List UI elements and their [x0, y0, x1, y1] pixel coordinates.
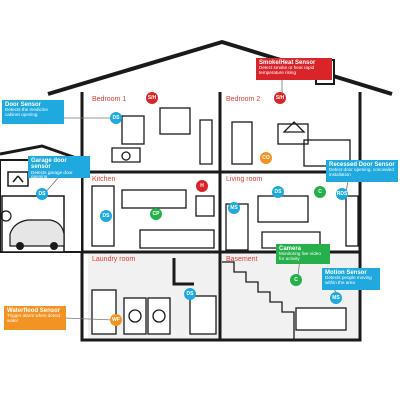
- room-label-basement: Basement: [226, 256, 258, 263]
- callout-recessed-door-desc: Detect door opening, concealed installat…: [329, 167, 394, 178]
- callout-door-sensor: Door Sensor Detects the medicine cabinet…: [2, 100, 64, 124]
- marker-co-bedroom2: CO: [260, 152, 272, 164]
- callout-garage-door-sensor: Garage door sensor Detects garage door o…: [28, 156, 90, 180]
- marker-c-basement: C: [290, 274, 302, 286]
- callout-garage-door-desc: Detects garage door opening: [31, 169, 73, 180]
- laundry-furniture: [91, 258, 217, 335]
- callout-door-sensor-title: Door Sensor: [5, 102, 42, 108]
- room-label-kitchen: Kitchen: [92, 176, 116, 183]
- callout-waterflood-sensor: Waterflood Sensor Trigger alarm when det…: [4, 306, 66, 330]
- callout-recessed-door-title: Recessed Door Sensor: [329, 162, 395, 168]
- marker-ds-living: DS: [272, 186, 284, 198]
- callout-door-sensor-desc: Detects the medicine cabinet opening: [5, 107, 48, 118]
- callout-camera-title: Camera: [279, 246, 302, 252]
- marker-ds-laundry: DS: [184, 288, 196, 300]
- living-room-furniture: [225, 195, 359, 251]
- basement-furniture: [222, 261, 347, 340]
- kitchen-furniture: [91, 185, 215, 249]
- marker-ms-basement: MS: [330, 292, 342, 304]
- marker-cp-kitchen: CP: [150, 208, 162, 220]
- marker-ds-kitchen: DS: [100, 210, 112, 222]
- room-label-bedroom1: Bedroom 1: [92, 96, 127, 103]
- marker-ds-garage: DS: [36, 188, 48, 200]
- callout-motion-title: Motion Sensor: [325, 270, 367, 276]
- callout-smoke-heat-title: Smoke/Heat Sensor: [259, 60, 316, 66]
- roof: [47, 40, 393, 96]
- callout-garage-door-title: Garage door sensor: [31, 158, 67, 171]
- callout-camera-desc: Monitoring live video for activity: [279, 251, 321, 262]
- room-label-laundry-room: Laundry room: [92, 256, 136, 263]
- bedroom1-furniture: [111, 107, 213, 165]
- callout-motion-desc: Detects people moving within the area: [325, 275, 372, 286]
- callout-waterflood-title: Waterflood Sensor: [7, 308, 61, 314]
- callout-waterflood-desc: Trigger alarm when detect water: [7, 313, 61, 324]
- callout-smoke-heat-sensor: Smoke/Heat Sensor Detect smoke or heat r…: [256, 58, 332, 80]
- room-label-bedroom2: Bedroom 2: [226, 96, 261, 103]
- callout-motion-sensor: Motion Sensor Detects people moving with…: [322, 268, 380, 290]
- callout-camera: Camera Monitoring live video for activit…: [276, 244, 330, 264]
- callout-smoke-heat-desc: Detect smoke or heat rapid temperature r…: [259, 65, 315, 76]
- marker-wf-laundry: WF: [110, 314, 122, 326]
- marker-c-living: C: [314, 186, 326, 198]
- marker-rds-living: RDS: [336, 188, 348, 200]
- callout-recessed-door-sensor: Recessed Door Sensor Detect door opening…: [326, 160, 398, 182]
- marker-ms-living: MS: [228, 202, 240, 214]
- marker-h-kitchen: H: [196, 180, 208, 192]
- marker-ds-bedroom: DS: [110, 112, 122, 124]
- marker-sh-bedroom1: S/H: [146, 92, 158, 104]
- marker-sh-bedroom2: S/H: [274, 92, 286, 104]
- room-label-living-room: Living room: [226, 176, 263, 183]
